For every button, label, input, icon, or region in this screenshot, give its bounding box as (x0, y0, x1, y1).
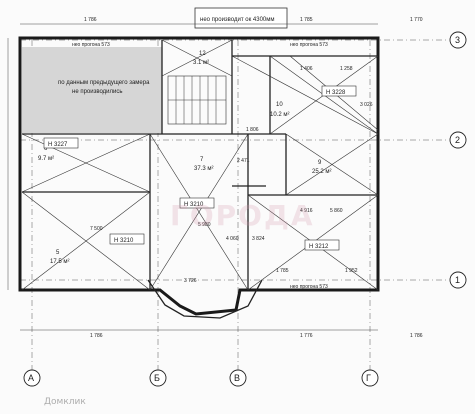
axis-label-g: Г (366, 373, 371, 383)
axis-marker-3 (449, 31, 467, 49)
outer-walls (18, 36, 380, 316)
diagonal-measure (21, 133, 151, 193)
dimension-label: 4 060 (226, 236, 239, 242)
room-7-area: 37.3 м² (194, 166, 213, 172)
dimension-label: 1 786 (90, 333, 103, 339)
diagonal-measure (21, 191, 151, 291)
dimension-label: 3 026 (360, 102, 373, 108)
dimension-label: 1 786 (84, 17, 97, 23)
axis-marker-v (229, 369, 247, 387)
axis-label-2: 2 (455, 135, 460, 145)
dimension-label: 1 806 (246, 127, 259, 133)
axis-label-b: Б (154, 373, 160, 383)
dimension-label: 1 406 (300, 66, 313, 72)
dimension-label: 1 786 (410, 333, 423, 339)
height-tag (321, 85, 357, 97)
dimension-label: 7 500 (90, 226, 103, 232)
dimension-label: 4 916 (300, 208, 313, 214)
axis-marker-2 (449, 131, 467, 149)
room-12-area: 3.1 м² (193, 60, 209, 66)
room-12-number: 12 (199, 51, 206, 57)
unmeasured-note-line1: по данным предыдущего замера (58, 80, 150, 86)
header-note: нео производит ок 4300мм (200, 17, 275, 23)
header-note-box (194, 7, 288, 29)
room-9-number: 9 (318, 160, 322, 166)
diagonal-measure (161, 39, 233, 77)
brand-text: Домклик (44, 397, 86, 407)
axis-label-v: В (234, 373, 240, 383)
height-tag-label: Н 3212 (309, 244, 329, 250)
dimension-label: 5 860 (330, 208, 343, 214)
diagonal-measure (231, 55, 379, 135)
room-9-area: 25.2 м² (312, 169, 331, 175)
room-7-number: 7 (200, 157, 204, 163)
bay-window (147, 279, 263, 319)
dimension-label: 1 952 (345, 268, 358, 274)
axis-marker-b (149, 369, 167, 387)
diagonal-measure (149, 133, 249, 291)
height-tag (304, 239, 340, 251)
beam-label: нео прогона 573 (290, 284, 328, 290)
dimension-label: 1 785 (300, 17, 313, 23)
height-tag (43, 137, 79, 149)
height-tag-label: Н 3228 (326, 90, 346, 96)
diagonal-measure (285, 133, 379, 196)
dimension-label: 5 980 (198, 222, 211, 228)
axis-label-1: 1 (455, 275, 460, 285)
dimension-label: 1 258 (340, 66, 353, 72)
dimension-label: 1 785 (276, 268, 289, 274)
axis-marker-1 (449, 271, 467, 289)
axis-label-3: 3 (455, 35, 460, 45)
axis-marker-a (23, 369, 41, 387)
axis-label-a: А (28, 373, 34, 383)
beam-label: нео прогона 573 (72, 42, 110, 48)
room-10-area: 10.2 м² (270, 112, 289, 118)
dimension-label: 2 471 (237, 158, 250, 164)
room-6-number: 6 (44, 146, 48, 152)
axis-marker-g (361, 369, 379, 387)
beam-label: нео прогона 573 (290, 42, 328, 48)
unmeasured-room (22, 47, 162, 133)
room-5-number: 5 (56, 250, 60, 256)
dimension-label: 3 824 (252, 236, 265, 242)
watermark: ГОРОДА (170, 199, 315, 232)
room-6-area: 9.7 м² (38, 156, 54, 162)
height-tag-label: Н 3210 (184, 202, 204, 208)
height-tag-label: Н 3210 (114, 238, 134, 244)
room-5-area: 17.5 м² (50, 259, 69, 265)
height-tag (179, 197, 215, 209)
height-tag (109, 233, 145, 245)
unmeasured-note-line2: не производились (72, 89, 123, 95)
staircase (167, 75, 227, 125)
room-10-number: 10 (276, 102, 283, 108)
dimension-label: 3 726 (184, 278, 197, 284)
dimension-label: 1 776 (300, 333, 313, 339)
dimension-label: 1 770 (410, 17, 423, 23)
height-tag-label: Н 3227 (48, 142, 68, 148)
